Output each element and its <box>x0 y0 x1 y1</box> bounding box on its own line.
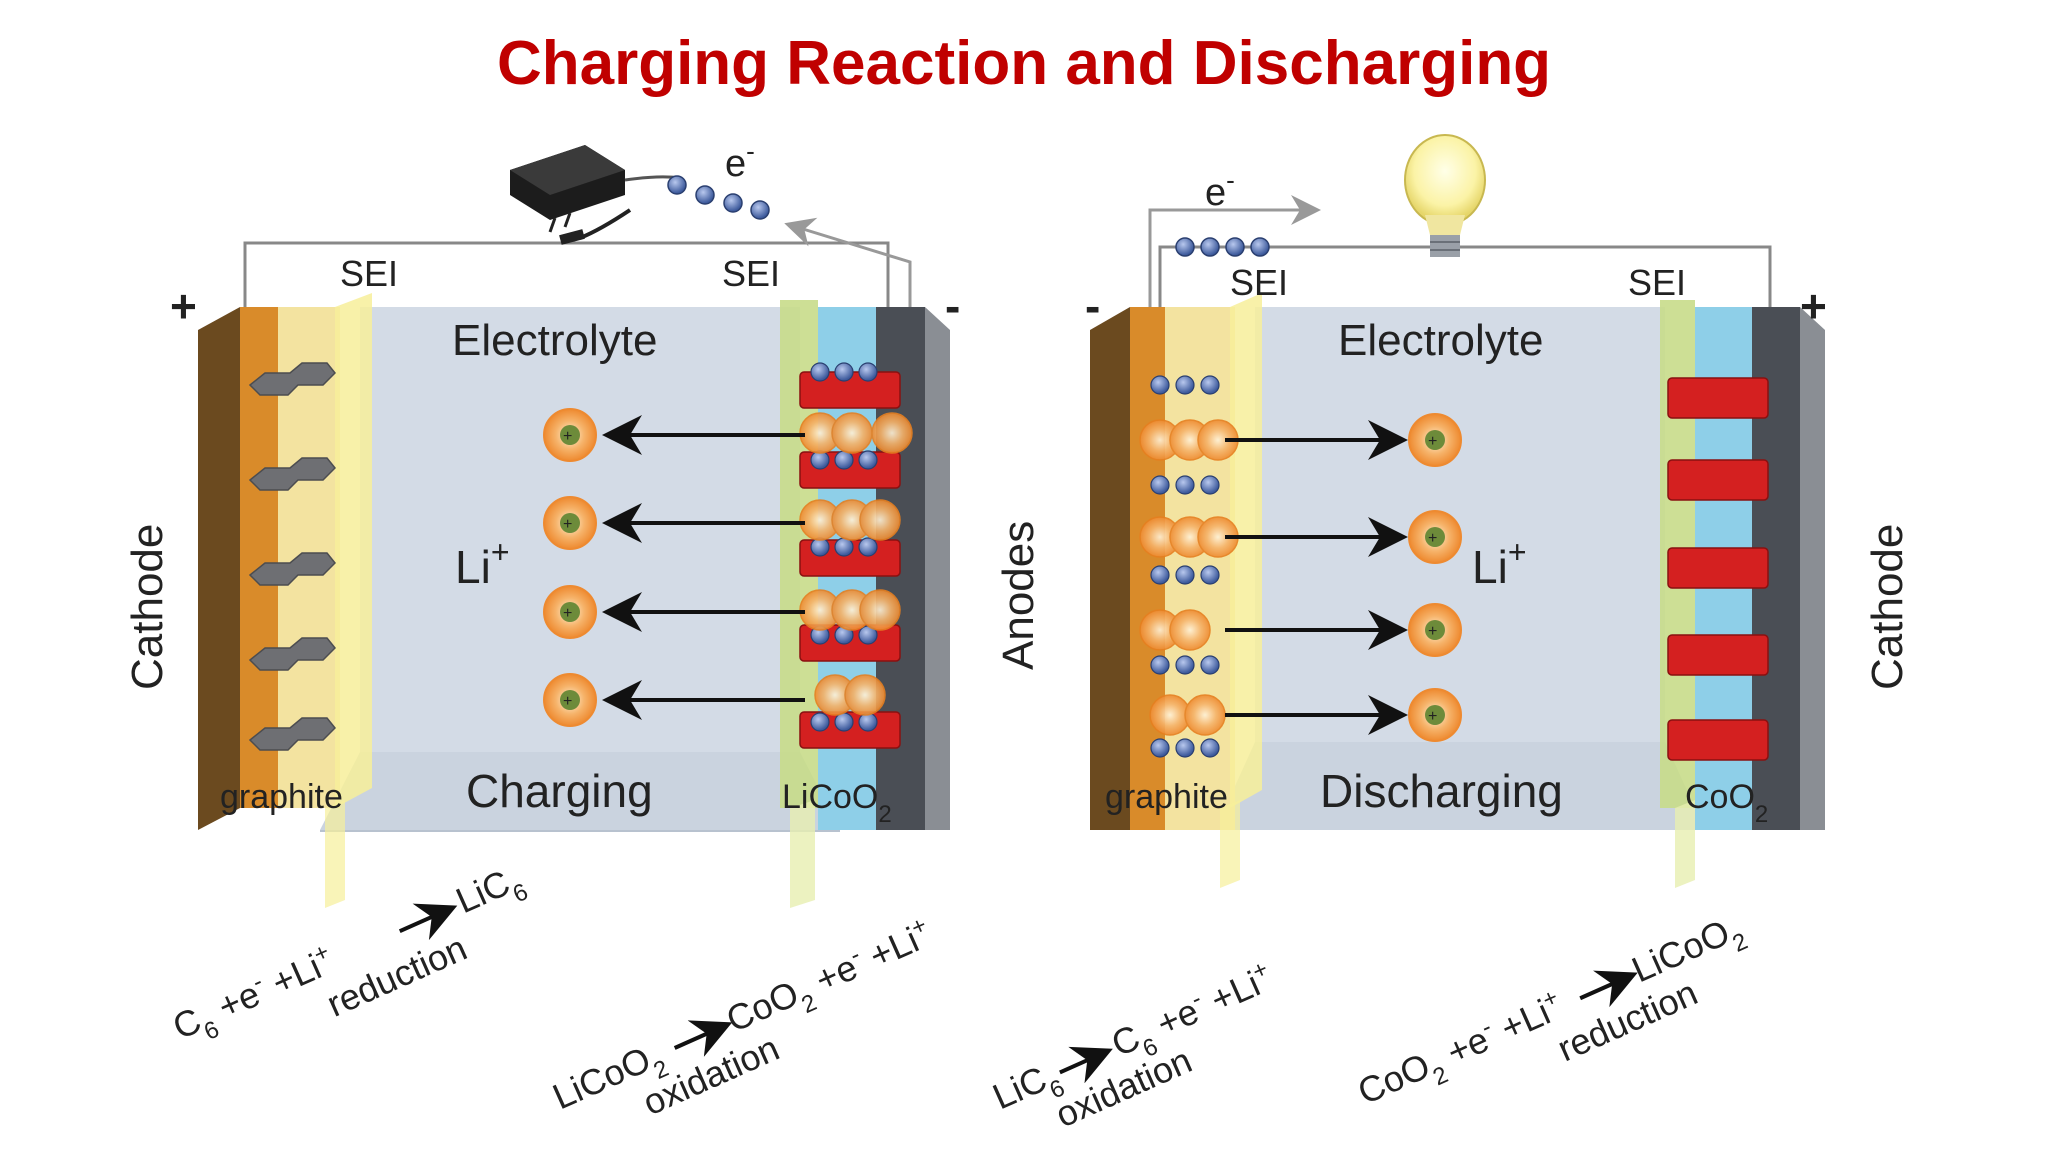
svg-text:+: + <box>1428 708 1437 725</box>
electrolyte-label: Electrolyte <box>1338 316 1543 365</box>
svg-text:+: + <box>563 516 572 533</box>
right-material-label: LiCoO2 <box>782 778 892 828</box>
licoo2-layers <box>799 362 913 749</box>
svg-text:C6 +e- +Li+: C6 +e- +Li+ <box>1105 955 1283 1073</box>
ion-label: Li+ <box>455 534 510 593</box>
electron-chain <box>1175 237 1270 257</box>
circuit-wire <box>1158 245 1772 307</box>
electron-flow-arrow <box>1148 195 1321 307</box>
svg-text:+: + <box>1428 623 1437 640</box>
cathode-side-label: Cathode <box>123 524 172 690</box>
lithium-ions-discharging: + + + + <box>1225 413 1462 742</box>
svg-text:+: + <box>1428 433 1437 450</box>
oxidation-equation-discharging: LiC6 C6 +e- +Li+ oxidation <box>987 955 1283 1135</box>
anodes-side-label: Anodes <box>994 521 1043 670</box>
electron-flow-arrow <box>784 217 912 307</box>
coo2-layers <box>1667 377 1769 761</box>
svg-text:+: + <box>563 605 572 622</box>
page-title: Charging Reaction and Discharging <box>496 29 1552 98</box>
sei-label-right: SEI <box>1628 262 1686 303</box>
svg-text:oxidation: oxidation <box>637 1027 785 1123</box>
electron-label: e- <box>1205 165 1235 214</box>
svg-text:+: + <box>563 428 572 445</box>
graphite-sheets <box>248 362 337 751</box>
oxidation-equation-charging: LiCoO2 CoO2 +e- +Li+ oxidation <box>547 911 942 1126</box>
charging-cell: e- <box>123 136 960 1126</box>
lithium-ions-charging: + + + + <box>543 408 805 727</box>
current-collector-right <box>1752 307 1800 830</box>
svg-text:C6 +e- +Li+: C6 +e- +Li+ <box>166 938 344 1056</box>
mode-label-charging: Charging <box>466 765 653 817</box>
electron-label: e- <box>725 136 755 185</box>
lithiated-graphite <box>1139 375 1239 758</box>
svg-text:CoO2 +e- +Li+: CoO2 +e- +Li+ <box>719 911 941 1049</box>
negative-terminal-label: - <box>1085 280 1100 332</box>
negative-terminal-label: - <box>945 280 960 332</box>
mode-label-discharging: Discharging <box>1320 765 1563 817</box>
charger-icon <box>510 145 681 245</box>
sei-label-left: SEI <box>340 253 398 294</box>
svg-text:LiC6: LiC6 <box>450 856 532 930</box>
light-bulb-icon <box>1404 134 1486 257</box>
electron-chain <box>667 175 770 220</box>
sei-layer-left <box>335 293 372 808</box>
cathode-side-label: Cathode <box>1863 524 1912 690</box>
positive-terminal-label: + <box>1800 280 1827 332</box>
ion-label: Li+ <box>1472 534 1527 593</box>
svg-text:+: + <box>563 693 572 710</box>
svg-text:CoO2 +e- +Li+: CoO2 +e- +Li+ <box>1351 984 1573 1122</box>
left-material-label: graphite <box>1105 778 1228 816</box>
svg-text:reduction: reduction <box>1551 972 1703 1070</box>
discharging-cell: e- <box>987 134 1912 1135</box>
left-material-label: graphite <box>220 778 343 816</box>
sei-label-right: SEI <box>722 253 780 294</box>
graphite-electrode <box>240 307 278 808</box>
right-material-label: CoO2 <box>1685 778 1768 828</box>
sei-layer-left <box>1230 293 1262 808</box>
electrolyte-region <box>1255 307 1665 742</box>
reduction-equation-discharging: CoO2 +e- +Li+ LiCoO2 reduction <box>1351 906 1752 1122</box>
electrolyte-label: Electrolyte <box>452 316 657 365</box>
positive-terminal-label: + <box>170 280 197 332</box>
svg-text:+: + <box>1428 530 1437 547</box>
svg-text:reduction: reduction <box>321 927 473 1025</box>
reduction-equation-charging: C6 +e- +Li+ LiC6 reduction <box>166 856 532 1056</box>
sei-label-left: SEI <box>1230 262 1288 303</box>
